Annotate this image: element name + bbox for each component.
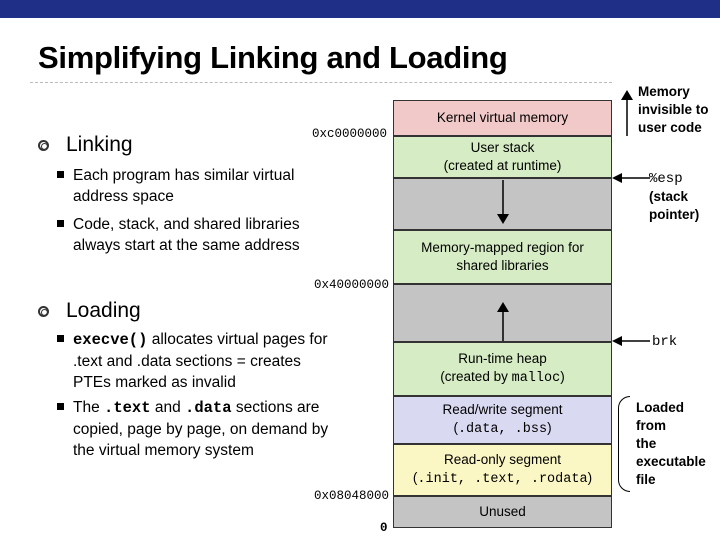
segment-mmap: Memory-mapped region for shared librarie… (393, 230, 612, 284)
heap-growth-up-arrow-icon (497, 302, 509, 341)
loaded-bracket (618, 396, 630, 492)
segment-ro-label-2: (.init, .text, .rodata) (413, 469, 592, 489)
data-section-code: .data (185, 399, 232, 417)
segment-rw-label-2: (.data, .bss) (453, 419, 551, 439)
note-esp: %esp (stack pointer) (649, 170, 719, 224)
note-mem-line-3: user code (638, 120, 702, 135)
loading-bullet-1: execve() allocates virtual pages for .te… (57, 329, 332, 393)
square-bullet-icon (57, 171, 64, 178)
segment-read-only: Read-only segment (.init, .text, .rodata… (393, 444, 612, 496)
esp-label: %esp (649, 171, 683, 187)
segment-stack-label-2: (created at runtime) (443, 158, 562, 173)
rw-post: ) (547, 420, 552, 435)
stack-growth-down-arrow-icon (497, 180, 509, 224)
loaded-line-3: the (636, 436, 657, 451)
loading-heading: Loading (38, 299, 141, 323)
ro-post: ) (587, 470, 593, 485)
linking-bullet-2-text: Code, stack, and shared libraries always… (73, 216, 300, 254)
segment-mmap-label-1: Memory-mapped region for (421, 240, 584, 255)
linking-heading-text: Linking (66, 133, 133, 156)
square-bullet-icon (57, 220, 64, 227)
malloc-code: malloc (511, 371, 561, 386)
note-memory-invisible: Memory invisible to user code (638, 83, 718, 137)
top-bar (0, 0, 720, 18)
square-bullet-icon (57, 403, 64, 410)
loaded-line-4: executable (636, 454, 706, 469)
brk-arrow-icon (612, 336, 650, 346)
title-divider (30, 82, 612, 83)
segment-kernel-label: Kernel virtual memory (436, 110, 569, 125)
linking-bullet-1: Each program has similar virtual address… (57, 165, 317, 207)
loading-heading-text: Loading (66, 299, 141, 322)
loading-bullet-2-post: sections are copied, page by page, on de… (73, 399, 329, 459)
address-kernel: 0xc0000000 (312, 127, 388, 141)
address-readonly: 0x08048000 (314, 489, 390, 503)
segment-mmap-label-2: shared libraries (456, 258, 549, 273)
segment-user-stack: User stack (created at runtime) (393, 136, 612, 178)
loading-bullet-2-pre: The (73, 399, 105, 416)
linking-heading: Linking (38, 133, 133, 157)
esp-sub-2: pointer) (649, 207, 700, 222)
note-mem-line-2: invisible to (638, 102, 709, 117)
kernel-up-arrow-icon (621, 90, 633, 136)
loading-bullet-2-mid: and (150, 399, 186, 416)
segment-heap: Run-time heap (created by malloc) (393, 342, 612, 396)
linking-bullet-2: Code, stack, and shared libraries always… (57, 214, 317, 256)
heap-post: ) (560, 369, 565, 384)
address-shared: 0x40000000 (314, 278, 390, 292)
rw-pre: ( (453, 420, 458, 435)
esp-arrow-icon (612, 173, 650, 183)
square-bullet-icon (57, 335, 64, 342)
loaded-line-2: from (636, 418, 666, 433)
note-mem-line-1: Memory (638, 84, 690, 99)
segment-unused-label: Unused (479, 504, 526, 519)
loading-bullet-2: The .text and .data sections are copied,… (57, 397, 332, 461)
segment-stack-label-1: User stack (470, 140, 535, 155)
ring-bullet-icon (38, 305, 49, 317)
segment-rw-label-1: Read/write segment (442, 402, 563, 417)
linking-bullet-1-text: Each program has similar virtual address… (73, 167, 295, 205)
note-loaded: Loaded from the executable file (636, 399, 716, 489)
ro-code: .init, .text, .rodata (417, 472, 588, 487)
segment-ro-label-1: Read-only segment (443, 452, 562, 467)
note-brk: brk (652, 334, 678, 350)
esp-sub-1: (stack (649, 189, 689, 204)
slide-title: Simplifying Linking and Loading (38, 40, 508, 75)
ro-pre: ( (412, 470, 418, 485)
segment-unused: Unused (393, 496, 612, 528)
rw-code: .data, .bss (457, 422, 548, 437)
segment-heap-label-1: Run-time heap (458, 351, 547, 366)
loaded-line-1: Loaded (636, 400, 685, 415)
heap-pre: (created by (440, 369, 512, 384)
text-section-code: .text (104, 399, 151, 417)
segment-read-write: Read/write segment (.data, .bss) (393, 396, 612, 444)
loading-bullet-1-text: allocates virtual pages for .text and .d… (73, 331, 328, 391)
segment-heap-label-2: (created by malloc) (440, 368, 564, 388)
address-zero: 0 (380, 521, 388, 535)
segment-kernel: Kernel virtual memory (393, 100, 612, 136)
ring-bullet-icon (38, 139, 49, 151)
loaded-line-5: file (636, 472, 656, 487)
execve-code: execve() (73, 331, 148, 349)
